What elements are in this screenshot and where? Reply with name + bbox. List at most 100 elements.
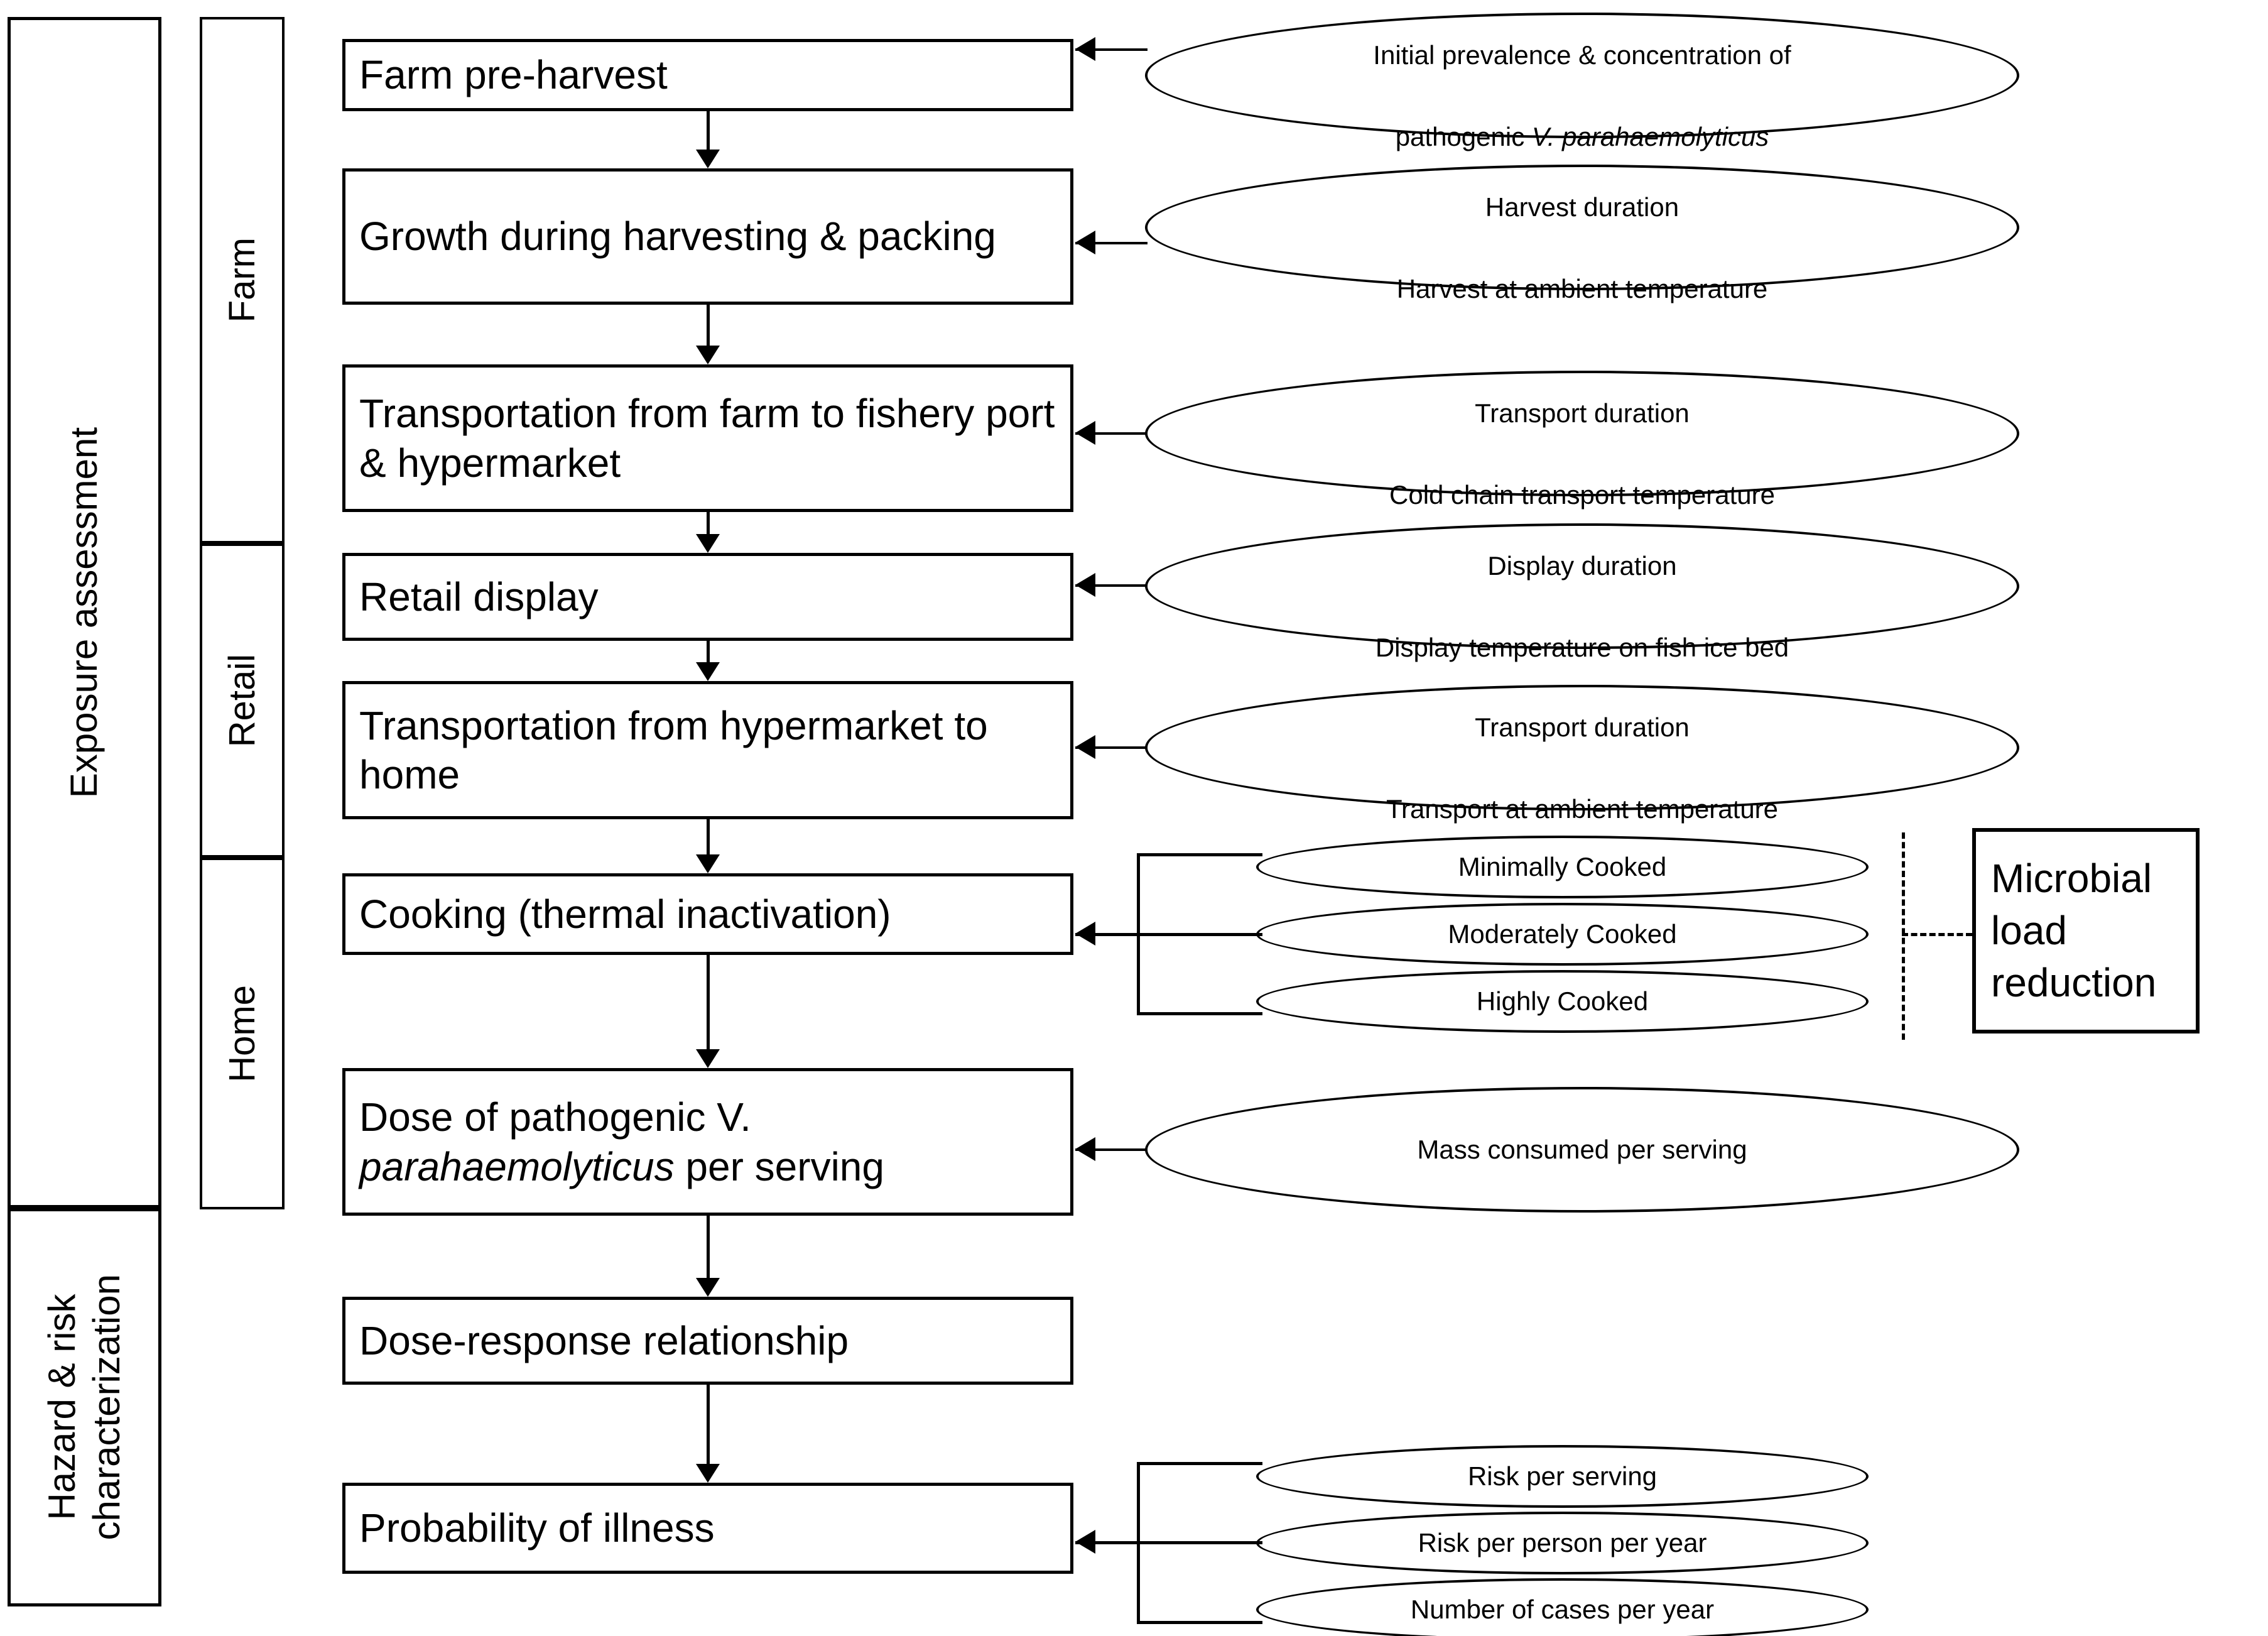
- flow-connector-6: [707, 955, 710, 1049]
- process-box-cooking-thermal-inactivation: Cooking (thermal inactivation): [342, 873, 1073, 955]
- process-label-farm-pre-harvest: Farm pre-harvest: [359, 52, 668, 98]
- cooking-arrowhead: [1075, 922, 1095, 946]
- flow-connector-5: [707, 819, 710, 854]
- flow-connector-1: [707, 111, 710, 150]
- process-box-dose-per-serving: Dose of pathogenic V. parahaemolyticus p…: [342, 1068, 1073, 1216]
- flow-arrowhead-8: [696, 1464, 720, 1483]
- input-arrowhead-display-params: [1075, 573, 1095, 597]
- category-label-hazard-risk-characterization: Hazard & risk characterization: [40, 1274, 128, 1541]
- cold-chain-line2: Cold chain transport temperature: [1389, 480, 1775, 510]
- dashed-connector-microbial-load: [1902, 933, 1972, 936]
- process-label-dose-response-relationship: Dose-response relationship: [359, 1317, 849, 1363]
- cooking-bracket-stub-highly: [1137, 1012, 1262, 1015]
- home-transport-line2: Transport at ambient temperature: [1386, 794, 1779, 824]
- cooking-bracket-stub-moderately: [1137, 933, 1262, 936]
- input-link-initial-prevalence: [1075, 48, 1148, 51]
- process-label-growth-harvesting-packing: Growth during harvesting & packing: [359, 214, 996, 259]
- cooking-bracket-stub-minimally: [1137, 853, 1262, 856]
- dose-label-prefix: Dose of pathogenic V.: [359, 1094, 751, 1140]
- input-ellipse-cold-chain-transport: Transport duration Cold chain transport …: [1145, 371, 2019, 510]
- stage-bar-retail: Retail: [200, 543, 285, 858]
- input-ellipse-label-harvest-params: Harvest duration Harvest at ambient temp…: [1372, 146, 1793, 309]
- risk-output-label-risk-per-serving: Risk per serving: [1467, 1461, 1658, 1491]
- risk-output-ellipse-risk-per-serving: Risk per serving: [1256, 1445, 1869, 1508]
- stage-label-farm: Farm: [222, 237, 263, 323]
- input-link-home-transport: [1075, 746, 1148, 749]
- process-box-transport-farm-to-port: Transportation from farm to fishery port…: [342, 364, 1073, 512]
- annotation-box-microbial-load-reduction: Microbial load reduction: [1972, 828, 2200, 1033]
- process-box-transport-hypermarket-home: Transportation from hypermarket to home: [342, 681, 1073, 819]
- flow-arrowhead-4: [696, 662, 720, 681]
- input-ellipse-label-initial-prevalence: Initial prevalence & concentration of pa…: [1348, 0, 1816, 157]
- risk-bracket-stub-cases: [1137, 1621, 1262, 1624]
- cooking-bracket-feed: [1075, 933, 1138, 936]
- risk-bracket-stub-person-year: [1137, 1541, 1262, 1544]
- input-arrowhead-harvest-params: [1075, 231, 1095, 254]
- category-bar-hazard-risk-characterization: Hazard & risk characterization: [8, 1208, 161, 1606]
- input-ellipse-display-params: Display duration Display temperature on …: [1145, 523, 2019, 662]
- input-arrowhead-home-transport: [1075, 735, 1095, 759]
- flow-connector-2: [707, 305, 710, 346]
- harvest-line1: Harvest duration: [1485, 192, 1679, 222]
- initial-prevalence-line2-prefix: pathogenic: [1395, 122, 1532, 152]
- category-bar-exposure-assessment: Exposure assessment: [8, 17, 161, 1208]
- category-label-exposure-assessment: Exposure assessment: [63, 427, 106, 799]
- dose-label-species: parahaemolyticus: [359, 1143, 675, 1189]
- input-ellipse-label-mass-consumed: Mass consumed per serving: [1417, 1135, 1747, 1165]
- input-ellipse-label-display-params: Display duration Display temperature on …: [1350, 504, 1814, 668]
- input-ellipse-initial-prevalence: Initial prevalence & concentration of pa…: [1145, 13, 2019, 151]
- stage-label-home: Home: [222, 984, 263, 1082]
- risk-bracket-feed: [1075, 1541, 1138, 1544]
- process-box-probability-of-illness: Probability of illness: [342, 1483, 1073, 1574]
- input-link-mass-consumed: [1075, 1148, 1148, 1151]
- flow-connector-4: [707, 641, 710, 662]
- risk-arrowhead: [1075, 1530, 1095, 1554]
- flow-arrowhead-3: [696, 534, 720, 553]
- stage-label-retail: Retail: [222, 653, 263, 748]
- stage-bar-home: Home: [200, 858, 285, 1209]
- input-arrowhead-mass-consumed: [1075, 1137, 1095, 1161]
- input-ellipse-label-cold-chain-transport: Transport duration Cold chain transport …: [1364, 352, 1800, 515]
- process-label-retail-display: Retail display: [359, 574, 599, 619]
- input-ellipse-home-transport: Transport duration Transport at ambient …: [1145, 685, 2019, 824]
- flow-connector-7: [707, 1216, 710, 1278]
- flow-connector-3: [707, 512, 710, 534]
- initial-prevalence-species: V. parahaemolyticus: [1531, 122, 1769, 152]
- process-box-dose-response-relationship: Dose-response relationship: [342, 1297, 1073, 1385]
- input-ellipse-mass-consumed: Mass consumed per serving: [1145, 1087, 2019, 1213]
- display-line2: Display temperature on fish ice bed: [1375, 633, 1789, 663]
- stage-bar-farm: Farm: [200, 17, 285, 543]
- display-line1: Display duration: [1487, 550, 1677, 581]
- input-ellipse-label-home-transport: Transport duration Transport at ambient …: [1361, 666, 1803, 829]
- input-arrowhead-initial-prevalence: [1075, 37, 1095, 61]
- risk-output-ellipse-cases-per-year: Number of cases per year: [1256, 1578, 1869, 1636]
- input-arrowhead-cold-chain-transport: [1075, 421, 1095, 445]
- process-label-transport-farm-to-port: Transportation from farm to fishery port…: [359, 391, 1055, 486]
- cooking-option-ellipse-moderately-cooked: Moderately Cooked: [1256, 903, 1869, 966]
- flow-arrowhead-2: [696, 346, 720, 364]
- initial-prevalence-line1: Initial prevalence & concentration of: [1373, 40, 1791, 70]
- input-link-display-params: [1075, 584, 1148, 587]
- risk-output-label-cases-per-year: Number of cases per year: [1410, 1595, 1715, 1625]
- cooking-option-ellipse-minimally-cooked: Minimally Cooked: [1256, 836, 1869, 898]
- risk-output-label-risk-per-person-per-year: Risk per person per year: [1418, 1528, 1707, 1558]
- process-box-farm-pre-harvest: Farm pre-harvest: [342, 39, 1073, 111]
- process-label-dose-per-serving: Dose of pathogenic V. parahaemolyticus p…: [359, 1093, 1056, 1191]
- flow-arrowhead-1: [696, 150, 720, 168]
- risk-output-ellipse-risk-per-person-per-year: Risk per person per year: [1256, 1512, 1869, 1574]
- home-transport-line1: Transport duration: [1475, 712, 1690, 742]
- process-box-retail-display: Retail display: [342, 553, 1073, 641]
- flow-arrowhead-5: [696, 854, 720, 873]
- cooking-option-label-moderately-cooked: Moderately Cooked: [1448, 919, 1677, 949]
- input-link-harvest-params: [1075, 242, 1148, 244]
- flow-connector-8: [707, 1385, 710, 1464]
- process-label-probability-of-illness: Probability of illness: [359, 1505, 715, 1551]
- process-label-cooking-thermal-inactivation: Cooking (thermal inactivation): [359, 891, 891, 937]
- dashed-separator-vertical: [1902, 832, 1905, 1040]
- input-ellipse-harvest-params: Harvest duration Harvest at ambient temp…: [1145, 165, 2019, 303]
- harvest-line2: Harvest at ambient temperature: [1396, 274, 1768, 304]
- process-label-transport-hypermarket-home: Transportation from hypermarket to home: [359, 702, 988, 797]
- cooking-option-label-minimally-cooked: Minimally Cooked: [1458, 852, 1667, 882]
- cooking-option-label-highly-cooked: Highly Cooked: [1476, 986, 1649, 1017]
